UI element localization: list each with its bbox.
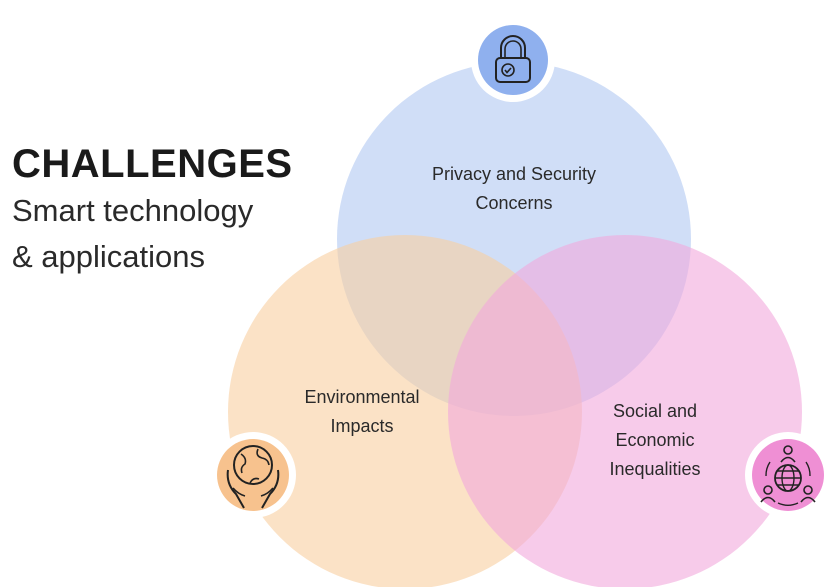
- privacy-label-line-2: Concerns: [475, 193, 553, 213]
- globe-in-hands-icon: [210, 432, 296, 518]
- social-label-line-3: Inequalities: [609, 459, 701, 479]
- privacy-label-line-1: Privacy and Security: [431, 164, 597, 184]
- page-title: CHALLENGES: [12, 142, 293, 186]
- title-block: CHALLENGES Smart technology & applicatio…: [12, 140, 293, 280]
- people-around-globe-icon: [745, 432, 825, 518]
- social-label-line-2: Economic: [615, 430, 695, 450]
- environment-label-line-1: Environmental: [304, 387, 420, 407]
- privacy-label: Privacy and Security Concerns: [394, 160, 634, 218]
- padlock-check-icon: [471, 18, 555, 102]
- social-label-line-1: Social and: [612, 401, 698, 421]
- subtitle-line-1: Smart technology: [12, 193, 254, 228]
- circle-social: [448, 235, 802, 587]
- social-label: Social and Economic Inequalities: [580, 397, 730, 484]
- environment-label-line-2: Impacts: [330, 416, 394, 436]
- subtitle-line-2: & applications: [12, 239, 206, 274]
- environment-label: Environmental Impacts: [272, 383, 452, 441]
